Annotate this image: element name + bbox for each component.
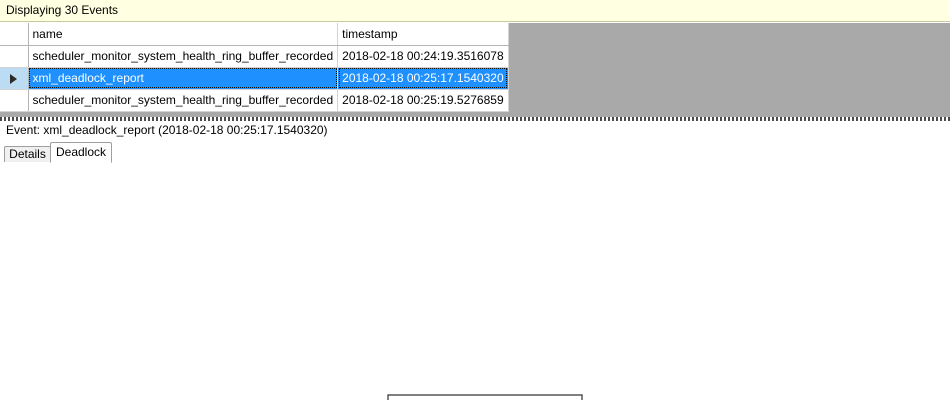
current-row-arrow-icon (10, 73, 18, 84)
row-selector-cell-current[interactable] (0, 67, 29, 90)
column-header-timestamp[interactable]: timestamp (337, 23, 509, 46)
table-row[interactable]: scheduler_monitor_system_health_ring_buf… (0, 89, 509, 112)
detail-tabstrip: Details Deadlock (0, 141, 950, 163)
resource-node-top-shape[interactable] (387, 394, 583, 400)
events-count-banner: Displaying 30 Events (0, 0, 950, 22)
table-header-row: name timestamp (0, 23, 509, 46)
row-selector-header (0, 23, 29, 46)
events-grid-area[interactable]: name timestamp scheduler_monitor_system_… (0, 23, 950, 118)
events-grid-body: scheduler_monitor_system_health_ring_buf… (0, 45, 509, 112)
table-row-selected[interactable]: xml_deadlock_report 2018-02-18 00:25:17.… (0, 67, 509, 90)
row-selector-cell[interactable] (0, 45, 29, 68)
tab-deadlock[interactable]: Deadlock (50, 142, 112, 163)
cell-timestamp[interactable]: 2018-02-18 00:25:17.1540320 (337, 67, 509, 90)
horizontal-splitter[interactable] (0, 117, 950, 121)
resource-node-top[interactable]: Key Lock HoBt ID: 72057594214154240 asso… (387, 394, 583, 400)
cell-name[interactable]: xml_deadlock_report (28, 67, 339, 90)
events-grid[interactable]: name timestamp scheduler_monitor_system_… (0, 23, 509, 112)
cell-name[interactable]: scheduler_monitor_system_health_ring_buf… (28, 89, 339, 112)
cell-timestamp[interactable]: 2018-02-18 00:24:19.3516078 (337, 45, 509, 68)
cell-name[interactable]: scheduler_monitor_system_health_ring_buf… (28, 45, 339, 68)
deadlock-graph-canvas[interactable]: Request Mode: S Owner Mode: X Owner Mode… (0, 162, 950, 400)
tab-details[interactable]: Details (4, 146, 51, 163)
table-row[interactable]: scheduler_monitor_system_health_ring_buf… (0, 45, 509, 68)
column-header-name[interactable]: name (28, 23, 339, 46)
event-detail-header: Event: xml_deadlock_report (2018-02-18 0… (0, 121, 950, 140)
cell-timestamp[interactable]: 2018-02-18 00:25:19.5276859 (337, 89, 509, 112)
row-selector-cell[interactable] (0, 89, 29, 112)
